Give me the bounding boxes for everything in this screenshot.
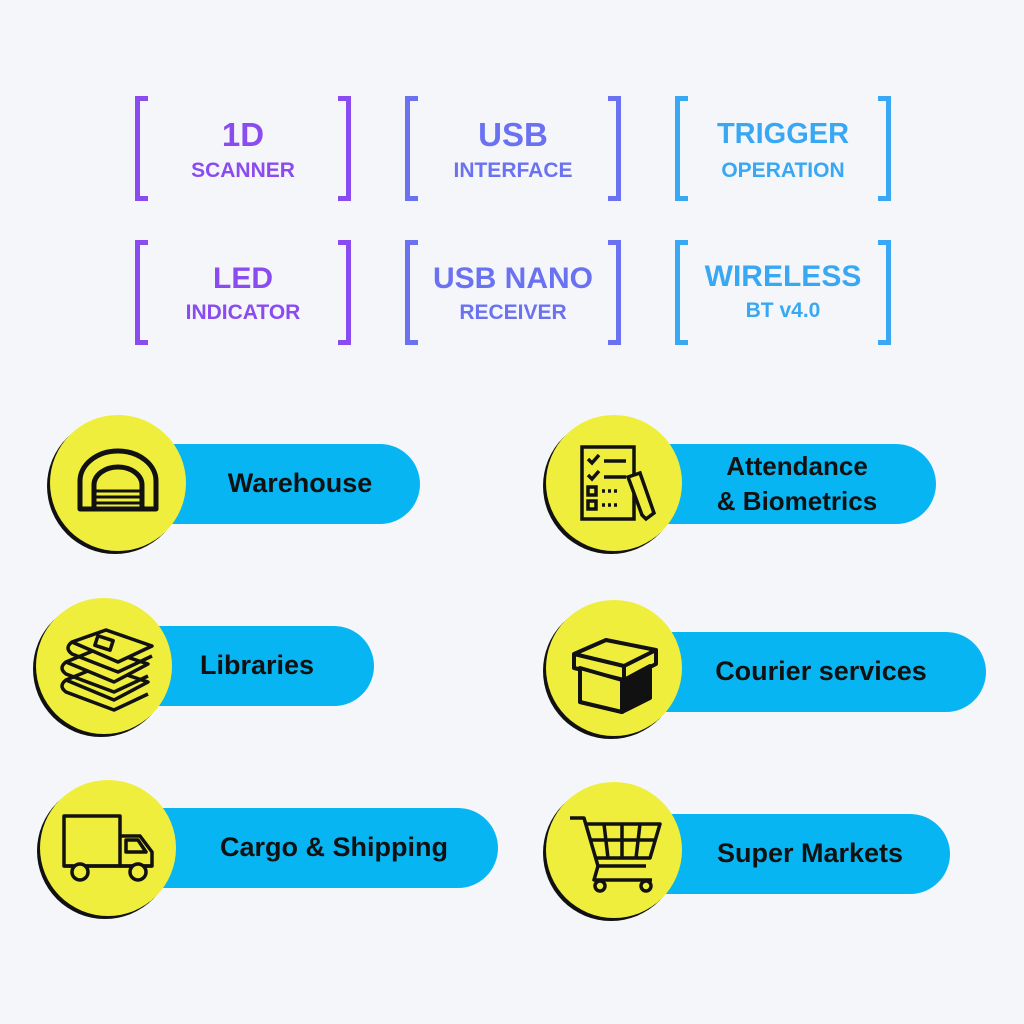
- feature-subtitle: SCANNER: [191, 159, 295, 182]
- app-label: Cargo & Shipping: [220, 832, 448, 863]
- feature-subtitle: RECEIVER: [459, 301, 567, 324]
- app-label: Courier services: [715, 656, 927, 687]
- books-icon-badge: [36, 598, 172, 734]
- feature-title: 1D: [221, 116, 265, 153]
- checklist-icon-badge: [546, 415, 682, 551]
- feature-subtitle: INTERFACE: [453, 159, 573, 182]
- feature-wireless-bt: WIRELESS BT v4.0: [675, 240, 891, 345]
- left-bracket: [675, 96, 688, 201]
- app-label: Attendance & Biometrics: [716, 450, 878, 516]
- right-bracket: [608, 96, 621, 201]
- feature-subtitle: OPERATION: [721, 159, 845, 182]
- left-bracket: [405, 240, 418, 345]
- warehouse-icon: [77, 448, 159, 512]
- feature-led-indicator: LED INDICATOR: [135, 240, 351, 345]
- right-bracket: [338, 96, 351, 201]
- right-bracket: [608, 240, 621, 345]
- feature-title: USB NANO: [432, 262, 593, 295]
- truck-icon: [62, 814, 154, 882]
- left-bracket: [675, 240, 688, 345]
- feature-title: USB: [478, 116, 548, 153]
- right-bracket: [878, 240, 891, 345]
- right-bracket: [338, 240, 351, 345]
- truck-icon-badge: [40, 780, 176, 916]
- feature-subtitle: BT v4.0: [745, 299, 821, 322]
- left-bracket: [405, 96, 418, 201]
- app-label: Warehouse: [227, 468, 373, 499]
- warehouse-icon-badge: [50, 415, 186, 551]
- left-bracket: [135, 240, 148, 345]
- box-icon: [572, 638, 658, 714]
- app-label: Super Markets: [716, 838, 904, 869]
- app-label: Libraries: [199, 650, 315, 681]
- feature-title: LED: [213, 262, 273, 295]
- feature-subtitle: INDICATOR: [185, 301, 301, 324]
- feature-usb-nano-receiver: USB NANO RECEIVER: [405, 240, 621, 345]
- shopping-cart-icon: [570, 816, 662, 893]
- feature-1d-scanner: 1D SCANNER: [135, 96, 351, 201]
- app-cargo-pill: Cargo & Shipping: [110, 808, 498, 888]
- feature-title: WIRELESS: [704, 260, 862, 293]
- right-bracket: [878, 96, 891, 201]
- box-icon-badge: [546, 600, 682, 736]
- checklist-icon: [580, 445, 657, 522]
- feature-usb-interface: USB INTERFACE: [405, 96, 621, 201]
- feature-trigger-operation: TRIGGER OPERATION: [675, 96, 891, 201]
- left-bracket: [135, 96, 148, 201]
- books-icon: [60, 628, 154, 712]
- shopping-cart-icon-badge: [546, 782, 682, 918]
- feature-title: TRIGGER: [716, 118, 850, 150]
